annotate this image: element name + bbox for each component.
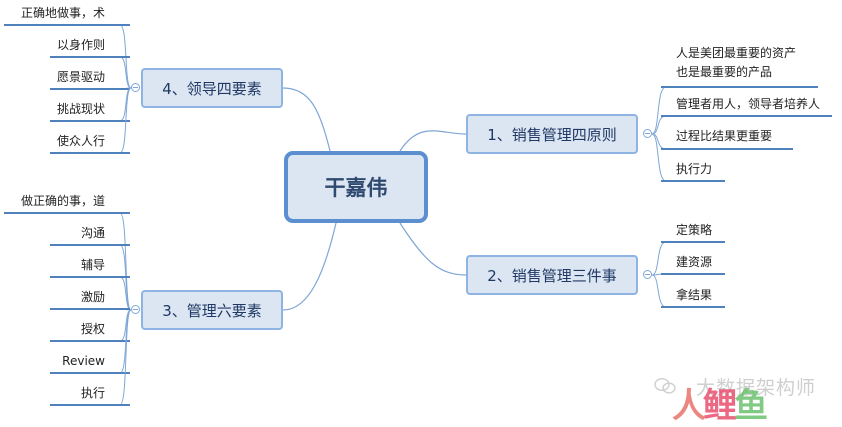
connector-center-b3 (282, 222, 337, 311)
leaf-empowerment[interactable]: 授权 (80, 322, 105, 336)
branch-4-collapse-toggle[interactable] (131, 83, 140, 92)
leaf-connector-left-3 (119, 87, 132, 122)
leaf-asset[interactable]: 人是美团最重要的资产 (676, 46, 797, 60)
leaf-connector-right-0 (651, 86, 667, 135)
leaf-resources[interactable]: 建资源 (676, 255, 713, 269)
leaf-motivation[interactable]: 激励 (80, 290, 105, 304)
central-topic[interactable]: 干嘉伟 (284, 151, 428, 223)
branch-2-collapse-toggle[interactable] (643, 270, 652, 279)
branch-3-node[interactable]: 3、管理六要素 (141, 290, 283, 330)
leaf-connector-left-1 (119, 56, 132, 89)
leaf-communication[interactable]: 沟通 (80, 226, 105, 240)
leaf-connector-right-3 (651, 133, 667, 182)
leaf-leader[interactable]: 管理者用人，领导者培养人 (676, 97, 821, 111)
branch-1-node[interactable]: 1、销售管理四原则 (466, 114, 638, 154)
connector-center-b1 (399, 130, 467, 152)
leaf-results[interactable]: 拿结果 (676, 288, 713, 302)
branch-4-node[interactable]: 4、领导四要素 (141, 68, 283, 108)
leaf-connector-left-7 (119, 276, 132, 311)
leaf-coaching[interactable]: 辅导 (80, 258, 105, 272)
leaf-lead-by-example[interactable]: 以身作则 (56, 38, 105, 52)
leaf-do-things-right[interactable]: 正确地做事，术 (20, 6, 105, 20)
branch-2-node[interactable]: 2、销售管理三件事 (466, 255, 638, 295)
leaf-execution-power[interactable]: 执行力 (676, 162, 713, 176)
leaf-execute[interactable]: 执行 (80, 386, 105, 400)
leaf-product[interactable]: 也是最重要的产品 (676, 65, 773, 79)
leaf-connector-right-6 (651, 274, 667, 308)
watermark-text: 大数据架构师 (696, 377, 817, 399)
leaf-connector-left-11 (119, 309, 132, 406)
leaf-enable-others[interactable]: 使众人行 (56, 134, 105, 148)
leaf-process[interactable]: 过程比结果更重要 (676, 129, 773, 143)
watermark-logo: 人鲤鱼 (672, 386, 768, 426)
branch-1-collapse-toggle[interactable] (643, 129, 652, 138)
wechat-icon (654, 377, 676, 394)
leaf-connector-left-9 (119, 309, 132, 342)
leaf-right-things[interactable]: 做正确的事，道 (20, 194, 105, 208)
leaf-connector-right-4 (651, 241, 667, 276)
leaf-connector-left-4 (119, 87, 132, 154)
connector-center-b2 (399, 222, 467, 276)
leaf-review[interactable]: Review (62, 354, 105, 368)
leaf-strategy[interactable]: 定策略 (676, 223, 713, 237)
leaf-challenge[interactable]: 挑战现状 (56, 102, 105, 116)
connector-center-b4 (282, 87, 331, 152)
leaf-vision[interactable]: 愿景驱动 (56, 70, 105, 84)
branch-3-collapse-toggle[interactable] (131, 305, 140, 314)
leaf-connector-left-5 (119, 212, 132, 311)
